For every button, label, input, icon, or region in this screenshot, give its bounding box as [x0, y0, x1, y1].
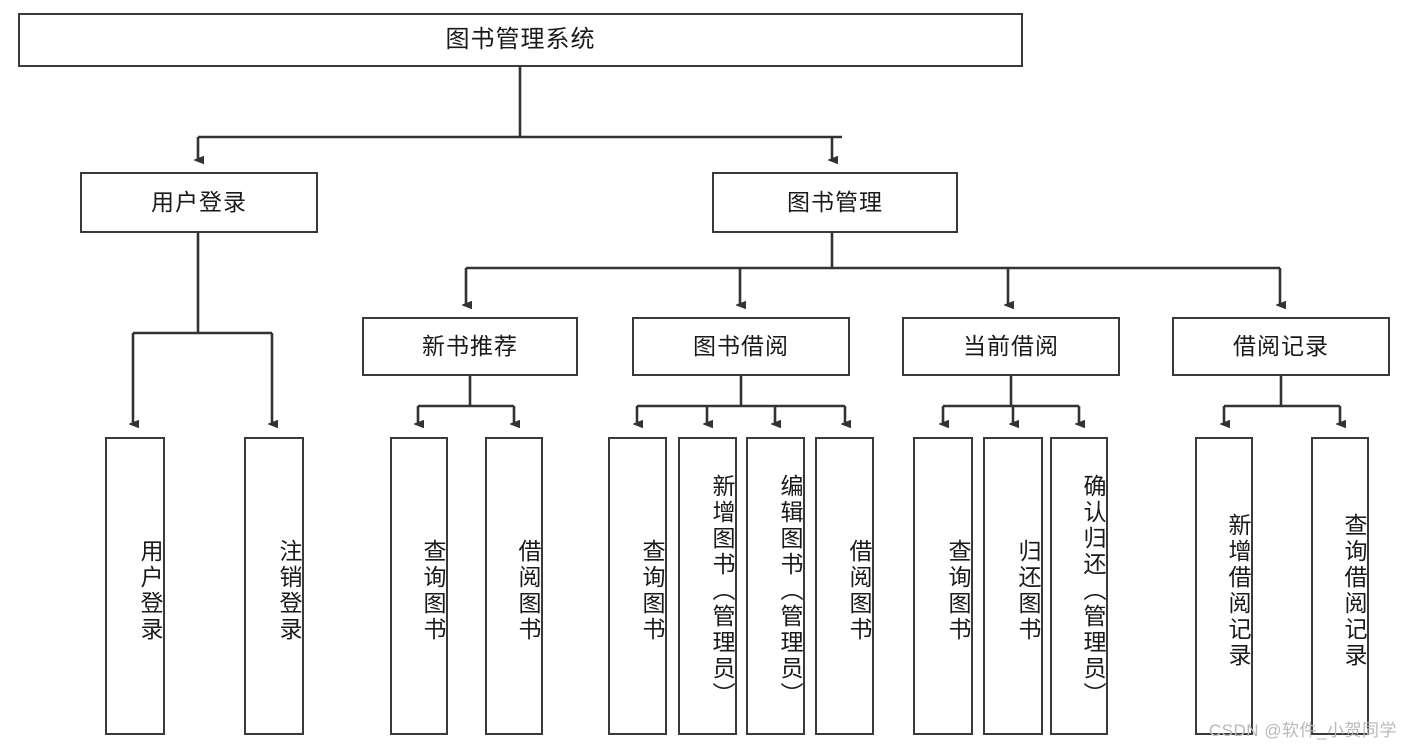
leaf-user-login-signout[interactable]: 注销登录: [244, 437, 304, 735]
leaf-current-return-book[interactable]: 归还图书: [983, 437, 1043, 735]
leaf-label: 借阅图书: [846, 539, 872, 643]
leaf-label: 确认归还（管理员）: [1080, 474, 1106, 708]
node-new-book-recommend[interactable]: 新书推荐: [362, 317, 578, 376]
leaf-recommend-borrow-book[interactable]: 借阅图书: [485, 437, 543, 735]
leaf-label: 查询图书: [420, 539, 446, 643]
leaf-label: 查询图书: [945, 539, 971, 643]
leaf-borrow-add-book-admin[interactable]: 新增图书（管理员）: [678, 437, 737, 735]
leaf-borrow-edit-book-admin[interactable]: 编辑图书（管理员）: [746, 437, 805, 735]
leaf-label: 新增图书（管理员）: [709, 474, 735, 708]
node-book-borrow[interactable]: 图书借阅: [632, 317, 850, 376]
leaf-borrow-query-book[interactable]: 查询图书: [608, 437, 667, 735]
node-current-borrow[interactable]: 当前借阅: [902, 317, 1120, 376]
leaf-label: 新增借阅记录: [1225, 513, 1251, 669]
leaf-record-add-record[interactable]: 新增借阅记录: [1195, 437, 1253, 735]
node-book-management[interactable]: 图书管理: [712, 172, 958, 233]
node-root-system[interactable]: 图书管理系统: [18, 13, 1023, 67]
node-user-login[interactable]: 用户登录: [80, 172, 318, 233]
leaf-label: 注销登录: [276, 539, 302, 643]
leaf-label: 借阅图书: [515, 539, 541, 643]
leaf-user-login-signin[interactable]: 用户登录: [105, 437, 165, 735]
node-borrow-record[interactable]: 借阅记录: [1172, 317, 1390, 376]
leaf-recommend-query-book[interactable]: 查询图书: [390, 437, 448, 735]
leaf-borrow-borrow-book[interactable]: 借阅图书: [815, 437, 874, 735]
leaf-label: 编辑图书（管理员）: [777, 474, 803, 708]
leaf-label: 查询借阅记录: [1341, 513, 1367, 669]
leaf-label: 用户登录: [137, 539, 163, 643]
leaf-label: 查询图书: [639, 539, 665, 643]
leaf-current-confirm-return-admin[interactable]: 确认归还（管理员）: [1050, 437, 1108, 735]
leaf-current-query-book[interactable]: 查询图书: [913, 437, 973, 735]
watermark: CSDN @软件_小贺同学: [1208, 721, 1397, 740]
leaf-label: 归还图书: [1015, 539, 1041, 643]
leaf-record-query-record[interactable]: 查询借阅记录: [1311, 437, 1369, 735]
